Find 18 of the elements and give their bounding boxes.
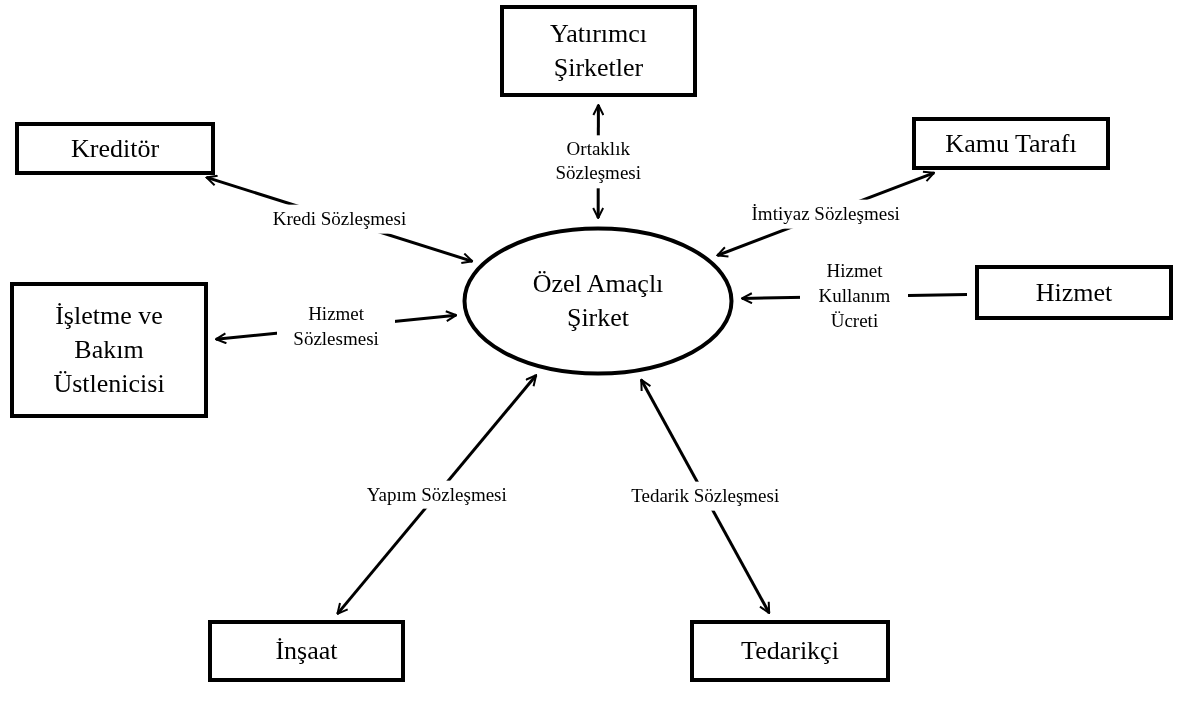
node-label: Hizmet xyxy=(1035,276,1113,309)
node-label: Kreditör xyxy=(70,132,160,165)
entity-box xyxy=(690,620,890,682)
entity-box xyxy=(975,265,1173,320)
node-label: Yatırımcı Şirketler xyxy=(549,18,648,84)
node-label: Kamu Tarafı xyxy=(945,127,1077,160)
oval-node xyxy=(462,226,734,376)
entity-box xyxy=(15,122,215,175)
node-label: Tedarikçi xyxy=(741,635,839,668)
entity-box xyxy=(912,117,1110,170)
arrow xyxy=(336,374,538,615)
entity-box xyxy=(208,620,405,682)
node-label: Özel Amaçlı Şirket xyxy=(531,268,665,334)
arrow xyxy=(639,378,771,614)
entity-box xyxy=(10,282,208,418)
node-label: İşletme ve Bakım Üstlenicisi xyxy=(52,300,166,400)
node-label: İnşaat xyxy=(275,635,338,668)
entity-box xyxy=(500,5,697,97)
